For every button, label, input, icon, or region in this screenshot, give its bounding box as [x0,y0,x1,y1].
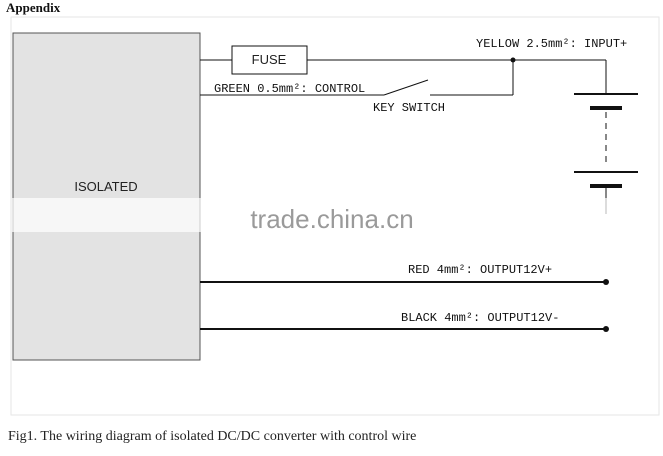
black-output-label: BLACK 4mm²: OUTPUT12V- [401,311,559,325]
key-switch-label: KEY SWITCH [373,101,445,115]
converter-block [12,32,201,361]
green-control-label: GREEN 0.5mm²: CONTROL [214,82,365,96]
appendix-heading: Appendix [6,0,61,15]
key-switch-lever [383,79,429,96]
red-output-label: RED 4mm²: OUTPUT12V+ [408,263,552,277]
watermark-text: trade.china.cn [250,204,413,234]
fuse-label: FUSE [252,52,287,67]
output-positive-terminal [603,279,609,285]
watermark-band [0,198,663,232]
yellow-input-label: YELLOW 2.5mm²: INPUT+ [476,37,627,51]
converter-label: ISOLATED [74,179,137,194]
figure-frame [10,16,660,416]
figure-caption: Fig1. The wiring diagram of isolated DC/… [8,429,417,444]
output-negative-terminal [603,326,609,332]
